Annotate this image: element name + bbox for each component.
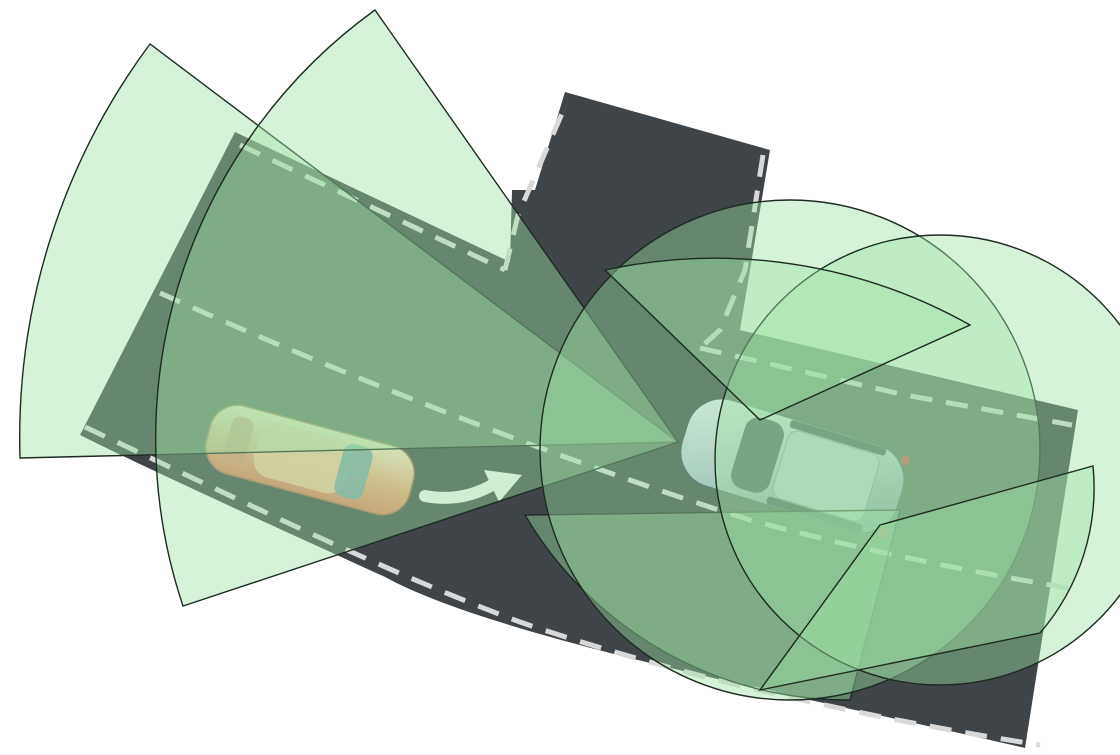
ego-car-side-windows-top bbox=[789, 420, 887, 456]
ego-car-side-windows-bottom bbox=[766, 496, 863, 533]
other-car-windshield bbox=[334, 443, 373, 500]
sensor-marker-front-left bbox=[900, 455, 911, 466]
sensor-zone-front-upper bbox=[603, 257, 972, 421]
sensor-zone-side-rear-right bbox=[523, 509, 901, 701]
lane-marking-lower-edge bbox=[83, 424, 1041, 748]
sensor-zone-rear-wide bbox=[154, 9, 680, 607]
lane-marking-side-road-right bbox=[698, 154, 766, 350]
road-main-surface bbox=[80, 92, 1078, 748]
sensor-zone-side-front-right bbox=[758, 465, 1095, 692]
sensor-zone-rear-long-range bbox=[18, 43, 681, 459]
sensor-zone-front-circle-1 bbox=[539, 199, 1041, 701]
other-car-roof bbox=[253, 422, 352, 494]
lane-marking-upper-edge bbox=[238, 142, 507, 273]
sensor-zone-front-circle-2 bbox=[714, 234, 1120, 686]
silver-car-top-view bbox=[679, 398, 911, 539]
ego-car-windshield bbox=[731, 417, 784, 493]
lane-marking-center-line bbox=[158, 290, 1081, 593]
ego-car-roof bbox=[772, 430, 880, 522]
sensor-coverage-zones bbox=[18, 9, 1120, 701]
sensor-marker-front-right bbox=[878, 528, 889, 539]
curved-arrow-icon bbox=[419, 470, 522, 504]
